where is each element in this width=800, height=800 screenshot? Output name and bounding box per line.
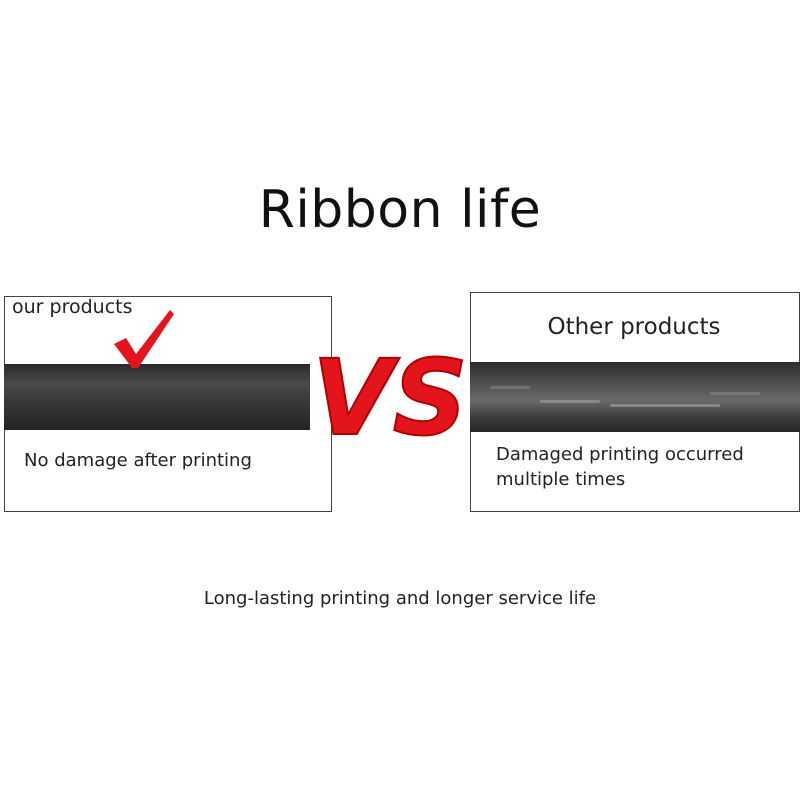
our-products-label: our products [12,296,133,318]
our-products-caption: No damage after printing [24,450,252,471]
subtitle: Long-lasting printing and longer service… [203,588,597,609]
our-ribbon-image [4,364,310,430]
vs-text: VS [312,346,467,446]
page-title: Ribbon life [258,180,542,240]
vs-logo: VS [311,346,468,446]
red-checkmark-icon [114,310,174,368]
other-products-caption: Damaged printing occurred multiple times [496,444,744,490]
other-ribbon-image [470,362,800,432]
other-products-label: Other products [547,314,721,340]
